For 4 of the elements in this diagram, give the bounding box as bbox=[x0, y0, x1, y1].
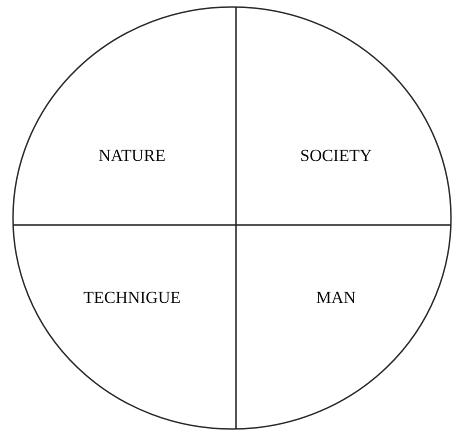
quadrant-label: MAN bbox=[256, 268, 416, 328]
quadrant-label: SOCIETY bbox=[256, 126, 416, 186]
quadrant-label: NATURE bbox=[52, 126, 212, 186]
quadrant-label: TECHNIGUE bbox=[52, 268, 212, 328]
